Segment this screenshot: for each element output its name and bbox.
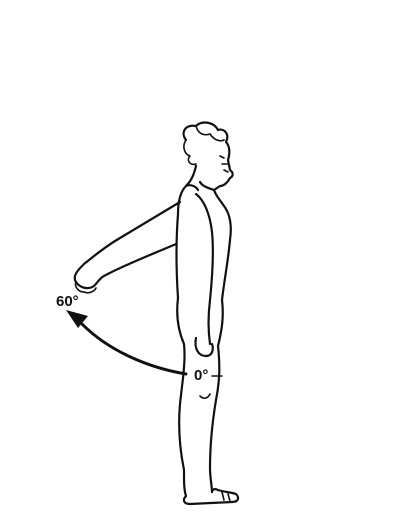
standing-figure xyxy=(73,121,240,506)
knee-detail xyxy=(199,393,211,399)
extended-arm xyxy=(73,200,182,290)
face-features xyxy=(219,155,229,173)
head-outline xyxy=(182,121,234,192)
shoulder-outline xyxy=(184,184,200,192)
back-outline xyxy=(175,164,198,498)
toe-line xyxy=(221,491,231,502)
motion-arc xyxy=(66,310,223,377)
extended-hand-fingers xyxy=(74,281,97,294)
hair-curls xyxy=(183,125,225,166)
feet xyxy=(182,488,240,506)
arc-path xyxy=(80,322,188,376)
side-hand xyxy=(194,336,214,358)
front-outline xyxy=(208,188,232,494)
arrowhead-icon xyxy=(66,310,88,328)
end-angle-label: 60° xyxy=(56,293,79,310)
arm-inner xyxy=(194,192,214,346)
start-angle-label: 0° xyxy=(194,367,208,384)
